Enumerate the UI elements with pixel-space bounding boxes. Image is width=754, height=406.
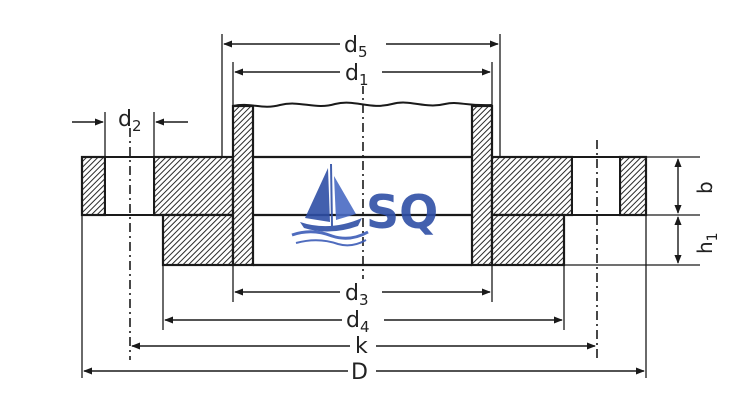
- label-d2: d2: [118, 107, 142, 135]
- left-plate-inner: [152, 155, 235, 217]
- extension-lines: [81, 34, 700, 378]
- right-bolt-hole: [571, 156, 621, 216]
- label-k: k: [355, 334, 368, 359]
- bore-lines: [253, 155, 472, 267]
- right-plate-inner: [490, 155, 574, 217]
- label-d4: d4: [346, 308, 370, 336]
- label-d1: d1: [345, 61, 369, 89]
- label-h1: h1: [693, 232, 721, 254]
- flange-body: [80, 104, 648, 267]
- left-plate-outer: [80, 155, 107, 217]
- right-pipe-wall: [470, 104, 494, 267]
- left-hub: [161, 213, 235, 267]
- sq-logo: SQ: [291, 163, 438, 247]
- dimension-labels: d5 d1 d2 d3 d4 k D b h1: [118, 30, 721, 385]
- label-D: D: [351, 360, 368, 385]
- right-plate-outer: [618, 155, 648, 217]
- label-b: b: [693, 181, 717, 194]
- label-d5: d5: [344, 33, 368, 61]
- left-pipe-wall: [231, 104, 255, 267]
- label-d3: d3: [345, 281, 369, 309]
- right-hub: [490, 213, 566, 267]
- centerlines: [129, 85, 598, 360]
- sailboat-icon: [291, 163, 369, 247]
- logo-text: SQ: [366, 185, 438, 239]
